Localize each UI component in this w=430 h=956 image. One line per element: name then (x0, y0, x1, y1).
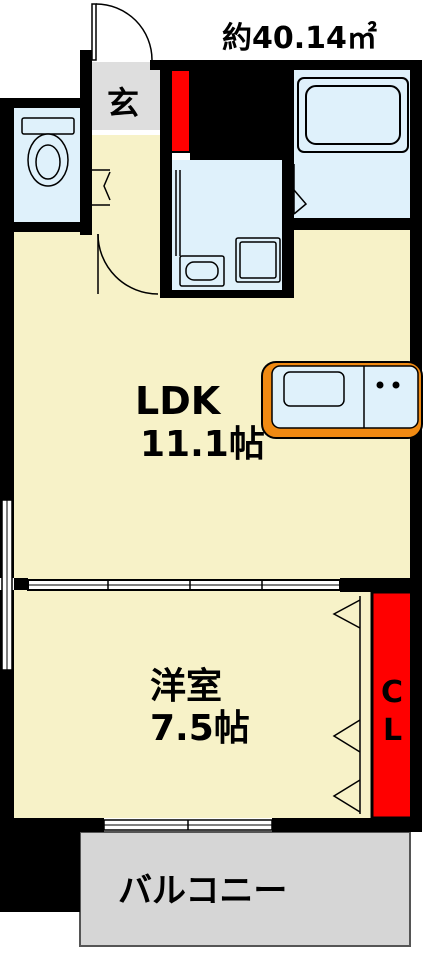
western-room-floor (14, 590, 372, 818)
left-window (1, 499, 13, 671)
entrance-door (91, 3, 153, 61)
western-room-name-label: 洋室 (150, 666, 222, 707)
balcony-window (103, 819, 273, 831)
hall-floor (92, 135, 172, 235)
sliding-door-partition (27, 579, 341, 591)
toilet-door (92, 169, 111, 206)
closet-label-line2: L (383, 713, 402, 748)
bathroom-door (293, 164, 308, 215)
kitchen-counter (261, 361, 423, 439)
washroom-door (175, 170, 181, 256)
balcony-floor (79, 831, 411, 947)
balcony-label: バルコニー (118, 871, 287, 911)
western-room-size-label: 7.5帖 (150, 708, 250, 749)
stove-burner-icon (376, 381, 384, 389)
ldk-size-label: 11.1帖 (140, 424, 265, 465)
closet-doors (332, 596, 361, 814)
closet-label-line1: C (381, 675, 403, 710)
entrance-label: 玄 (107, 84, 139, 122)
shoe-cabinet (169, 69, 191, 153)
entrance-floor (92, 62, 160, 130)
ldk-name-label: LDK (135, 379, 222, 423)
hall-door (97, 233, 159, 295)
stove-burner-icon (392, 381, 400, 389)
sink-icon (283, 371, 345, 407)
washbasin-icon (179, 255, 225, 287)
area-label: 約40.14㎡ (222, 21, 377, 56)
bathtub-icon (297, 77, 409, 153)
washing-machine-icon (235, 237, 281, 283)
walls (0, 50, 422, 912)
toilet-fixture-icon (21, 117, 75, 187)
